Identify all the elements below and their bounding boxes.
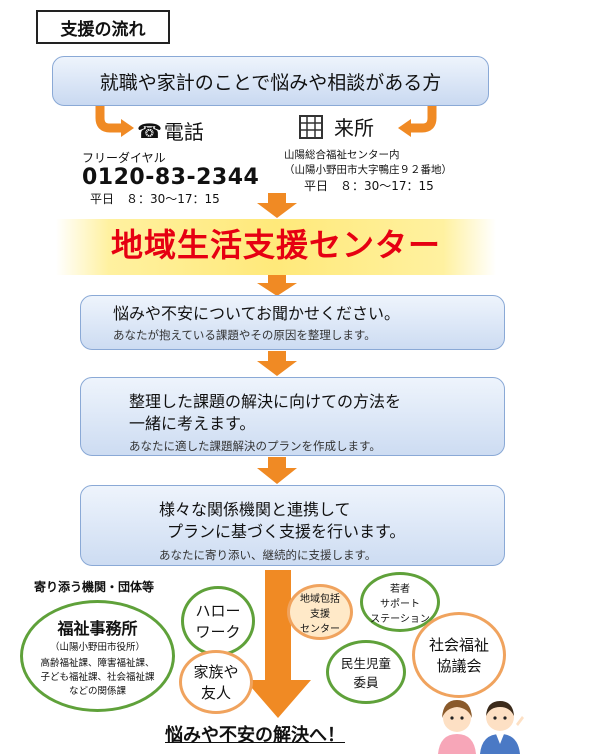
phone-section: ☎ 電話 フリーダイヤル 0120-83-2344 平日 ８：30〜17：15 (82, 116, 262, 207)
welfare-office-title: 福祉事務所 (57, 619, 138, 638)
youth-line2: サポート (380, 598, 420, 610)
step-2-note: あなたに適した課題解決のプランを作成します。 (129, 439, 381, 453)
phone-number: 0120-83-2344 (82, 165, 260, 190)
step-1: 悩みや不安についてお聞かせください。 あなたが抱えている課題やその原因を整理しま… (80, 295, 505, 350)
phone-icon: ☎ (137, 118, 162, 143)
right-curve-arrowhead (398, 119, 411, 137)
family-line1: 家族や (193, 663, 239, 681)
down-arrow-4 (257, 457, 297, 484)
phone-heading: 電話 (163, 120, 204, 144)
hello-work-line1: ハロー (195, 602, 241, 620)
shakyo-line1: 社会福祉 (428, 636, 489, 654)
regional-support-center: 地域包括 支援 センター (287, 584, 353, 640)
left-curve-arrowhead (121, 119, 134, 137)
welfare-office-line3: などの関係課 (68, 686, 126, 697)
consult-box: 就職や家計のことで悩みや相談がある方 (52, 56, 489, 106)
woman-figure (438, 700, 476, 754)
partners-heading: 寄り添う機関・団体等 (34, 580, 155, 594)
step-2-line2: 一緒に考えます。 (129, 414, 256, 433)
left-curve-arrow (95, 106, 122, 133)
visit-address: （山陽小野田市大字鴨庄９２番地） (284, 164, 452, 176)
visit-heading: 来所 (334, 116, 374, 140)
visit-section: 来所 山陽総合福祉センター内 （山陽小野田市大字鴨庄９２番地） 平日 ８：30〜… (284, 112, 484, 194)
down-arrow-3 (257, 351, 297, 376)
hello-work-line2: ワーク (195, 623, 241, 641)
phone-hours: 平日 ８：30〜17：15 (90, 192, 220, 206)
chiiki-line2: 支援 (310, 608, 330, 620)
final-down-arrow (245, 570, 311, 718)
youth-line3: ステーション (370, 613, 430, 625)
step-2-line1: 整理した課題の解決に向けての方法を (129, 392, 402, 411)
minsei-line2: 委員 (353, 675, 379, 690)
support-center-title: 地域生活支援センター (110, 226, 441, 264)
step-3-line1: 様々な関係機関と連携して (159, 500, 351, 519)
visit-place: 山陽総合福祉センター内 (284, 149, 400, 161)
hello-work: ハロー ワーク (181, 586, 255, 656)
man-figure (480, 701, 524, 754)
welfare-office-line1: 高齢福祉課、障害福祉課、 (40, 658, 155, 669)
down-arrow-1 (257, 193, 297, 218)
welfare-office: 福祉事務所 （山陽小野田市役所） 高齢福祉課、障害福祉課、 子ども福祉課、社会福… (20, 600, 175, 712)
branch-arrows (95, 106, 437, 137)
step-3: 様々な関係機関と連携して プランに基づく支援を行います。 あなたに寄り添い、継続… (80, 485, 505, 566)
step-1-note: あなたが抱えている課題やその原因を整理します。 (113, 328, 376, 342)
chiiki-line1: 地域包括 (300, 593, 340, 605)
step-3-line2: プランに基づく支援を行います。 (167, 522, 406, 541)
right-curve-arrow (410, 106, 437, 133)
building-icon (299, 114, 323, 139)
welfare-office-line2: 子ども福祉課、社会福祉課 (40, 672, 155, 683)
center-banner-bg (56, 219, 496, 275)
visit-hours: 平日 ８：30〜17：15 (304, 179, 434, 193)
down-arrow-2 (257, 275, 297, 296)
final-message: 悩みや不安の解決へ！ (165, 725, 345, 746)
page-title: 支援の流れ (36, 10, 170, 44)
step-3-note: あなたに寄り添い、継続的に支援します。 (159, 548, 377, 562)
youth-line1: 若者 (390, 583, 410, 595)
minsei-line1: 民生児童 (340, 656, 391, 671)
freedial-label: フリーダイヤル (82, 151, 166, 165)
step-2: 整理した課題の解決に向けての方法を 一緒に考えます。 あなたに適した課題解決のプ… (80, 377, 505, 456)
chiiki-line3: センター (300, 623, 340, 635)
shakyo-line2: 協議会 (436, 657, 482, 675)
people-illustration (438, 700, 524, 754)
welfare-office-sub: （山陽小野田市役所） (49, 642, 145, 653)
social-welfare-council: 社会福祉 協議会 (412, 612, 506, 698)
welfare-commissioner: 民生児童 委員 (326, 640, 406, 704)
step-1-text: 悩みや不安についてお聞かせください。 (113, 304, 401, 323)
family-line2: 友人 (200, 684, 231, 702)
family-friends: 家族や 友人 (179, 650, 253, 714)
